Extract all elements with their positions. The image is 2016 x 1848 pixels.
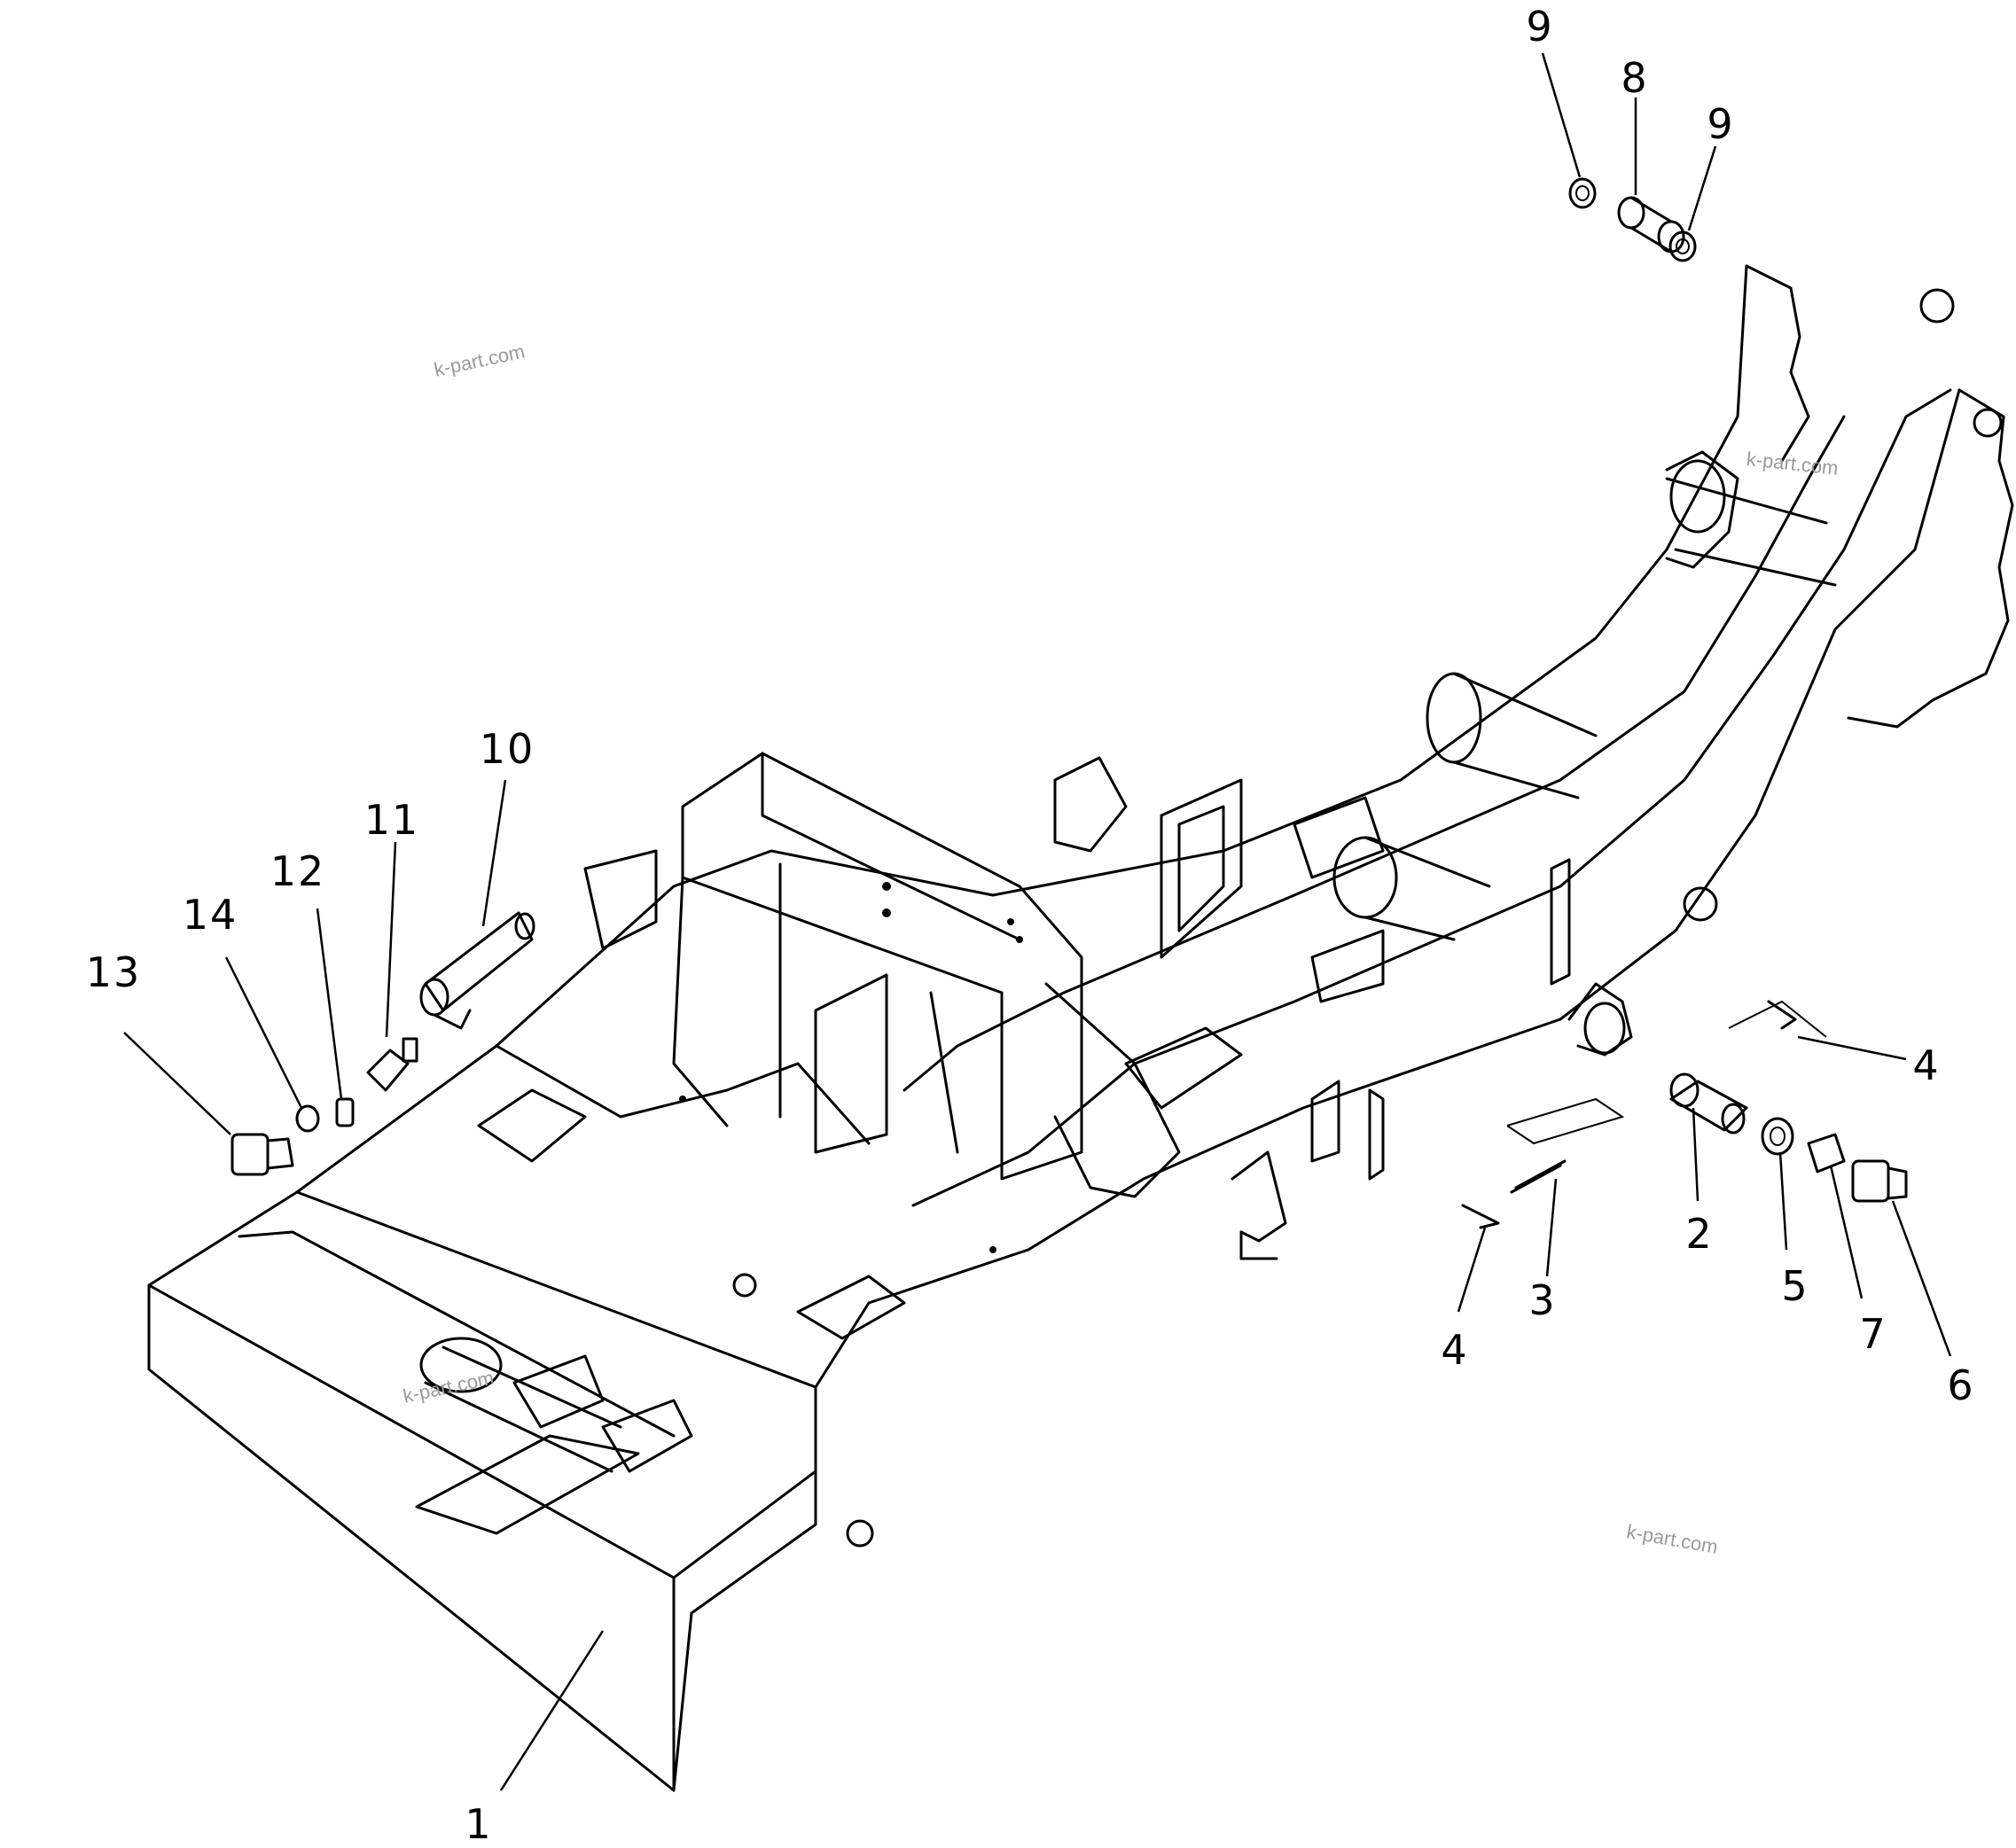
callout-9-right: 9 xyxy=(1707,100,1735,148)
callout-4-upper: 4 xyxy=(1912,1041,1941,1089)
pin-10 xyxy=(419,911,535,1030)
pin-parts-right xyxy=(1461,1000,1908,1229)
callout-10: 10 xyxy=(479,725,535,773)
bolt-13 xyxy=(231,1133,294,1176)
callout-14: 14 xyxy=(182,891,238,939)
callout-3: 3 xyxy=(1528,1276,1557,1324)
callout-12: 12 xyxy=(270,847,326,895)
washer-14 xyxy=(295,1104,320,1133)
frame-right-rail xyxy=(814,388,2014,1389)
lock-plate-12 xyxy=(335,1097,355,1127)
cotter-pin-4-upper xyxy=(1767,1000,1797,1030)
bushing-parts xyxy=(1568,177,1697,262)
seal-ring-left xyxy=(1568,177,1597,209)
callout-8: 8 xyxy=(1621,54,1649,102)
callout-7: 7 xyxy=(1859,1310,1887,1358)
pin-2 xyxy=(1669,1072,1748,1135)
rear-arms xyxy=(1332,288,2003,1057)
counterweight-block xyxy=(147,1190,817,1792)
leader-lines xyxy=(123,52,1952,1791)
callout-6: 6 xyxy=(1947,1361,1975,1409)
lock-plate-7 xyxy=(1807,1133,1846,1174)
callout-4-lower: 4 xyxy=(1441,1326,1469,1374)
frame-details xyxy=(415,756,1571,1548)
callout-9-left: 9 xyxy=(1526,3,1554,51)
callout-5: 5 xyxy=(1781,1262,1809,1310)
callout-11: 11 xyxy=(363,796,420,844)
callout-1: 1 xyxy=(465,1800,493,1848)
frame-center-box xyxy=(672,752,1181,1198)
pin-parts-left xyxy=(231,911,535,1176)
pin-3 xyxy=(1514,1159,1567,1189)
cotter-pin-4-lower xyxy=(1461,1204,1500,1229)
bolt-6 xyxy=(1851,1159,1908,1203)
callout-13: 13 xyxy=(85,948,142,996)
callout-2: 2 xyxy=(1685,1210,1714,1258)
grease-fitting-11 xyxy=(366,1037,418,1092)
washer-5 xyxy=(1761,1117,1794,1156)
bushing xyxy=(1617,196,1685,253)
seal-ring-right xyxy=(1668,230,1697,262)
